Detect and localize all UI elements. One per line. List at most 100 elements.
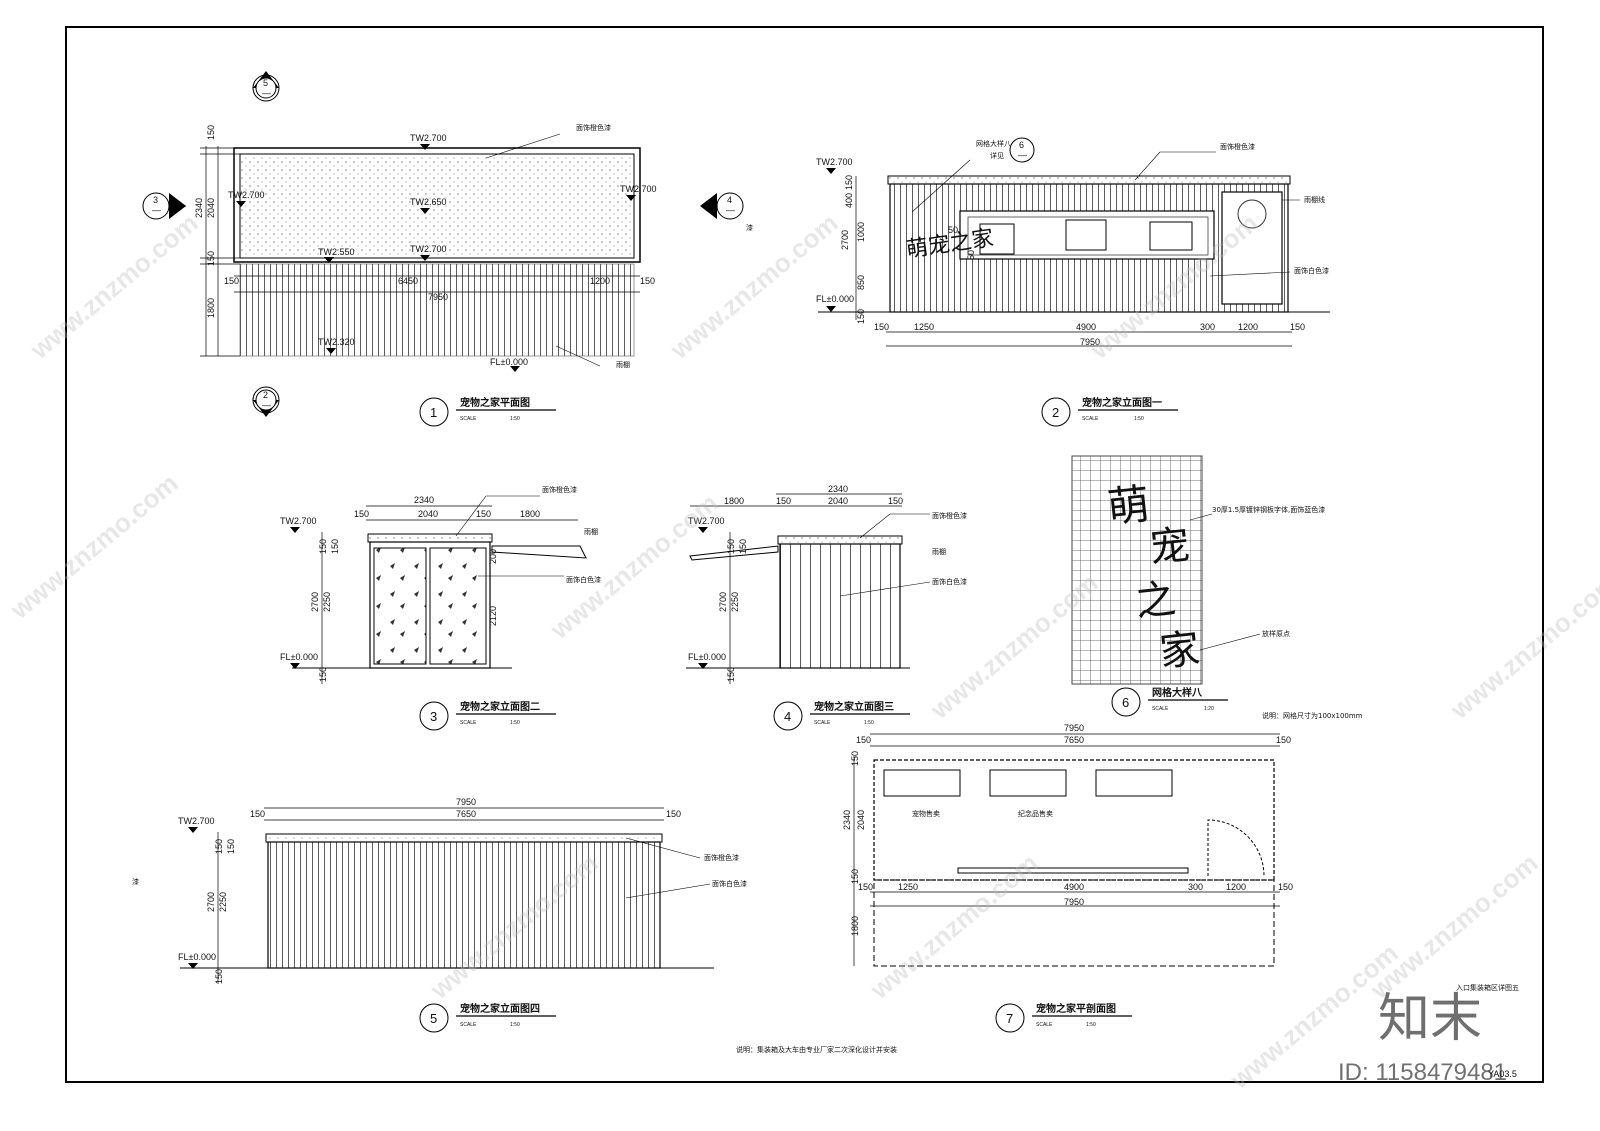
plan-level-left: TW2.700 <box>228 190 265 200</box>
svg-text:150: 150 <box>850 751 860 766</box>
svg-text:SCALE: SCALE <box>460 416 477 422</box>
svg-text:5: 5 <box>430 1011 437 1026</box>
svg-text:面饰白色漆: 面饰白色漆 <box>566 575 601 584</box>
svg-text:1:50: 1:50 <box>510 416 520 422</box>
plan-dim-v3: 2040 <box>206 198 216 218</box>
plan-dim-v2: 2340 <box>194 198 204 218</box>
svg-text:150: 150 <box>850 869 860 884</box>
svg-text:3: 3 <box>430 709 437 724</box>
svg-text:SCALE: SCALE <box>814 720 831 726</box>
svg-text:7650: 7650 <box>1064 735 1084 745</box>
title-block-6: 6 网格大样八 SCALE 1:20 <box>1111 686 1228 717</box>
svg-text:1: 1 <box>430 405 437 420</box>
svg-text:300: 300 <box>1200 322 1215 332</box>
svg-text:150: 150 <box>1290 322 1305 332</box>
elevation-1-drawing: 萌宠之家 150 400 2700 1000 850 150 50 50 150… <box>816 139 1330 347</box>
svg-text:SCALE: SCALE <box>460 720 477 726</box>
elevation-2-drawing: 2340 150 2040 150 1800 150 150 2700 2250… <box>280 485 601 684</box>
plan-dim-h1: 150 <box>224 276 239 286</box>
svg-text:6: 6 <box>1019 140 1024 150</box>
svg-text:FL±0.000: FL±0.000 <box>178 952 216 962</box>
svg-text:宠物之家立面图二: 宠物之家立面图二 <box>460 700 540 713</box>
title-block-4: 4 宠物之家立面图三 SCALE 1:50 <box>773 700 910 731</box>
footer-note: 说明：集装箱及大车由专业厂家二次深化设计并安装 <box>736 1045 897 1054</box>
svg-text:150: 150 <box>250 809 265 819</box>
svg-text:宠物售卖: 宠物售卖 <box>912 809 940 818</box>
svg-text:—: — <box>262 400 271 410</box>
svg-text:150: 150 <box>214 839 224 854</box>
svg-text:150: 150 <box>226 839 236 854</box>
section-marker-6: 6 — <box>1009 137 1035 163</box>
plan-level-b1: TW2.550 <box>318 247 355 257</box>
title-block-7: 7 宠物之家平剖面图 SCALE 1:50 <box>995 1002 1132 1033</box>
plan-note-side: 漆 <box>746 223 753 232</box>
svg-text:150: 150 <box>888 496 903 506</box>
svg-text:www.znzmo.com: www.znzmo.com <box>4 468 184 626</box>
svg-text:2700: 2700 <box>718 592 728 612</box>
svg-text:150: 150 <box>318 667 328 682</box>
title-block-1: 1 宠物之家平面图 SCALE 1:50 <box>419 396 556 427</box>
plan-note-awning: 雨棚 <box>616 360 630 369</box>
svg-text:150: 150 <box>354 509 369 519</box>
svg-text:2340: 2340 <box>414 495 434 505</box>
svg-text:150: 150 <box>844 175 854 190</box>
title-block-2: 2 宠物之家立面图一 SCALE 1:50 <box>1041 396 1178 427</box>
svg-text:1800: 1800 <box>724 496 744 506</box>
svg-text:说明：网格尺寸为100x100mm: 说明：网格尺寸为100x100mm <box>1262 711 1363 720</box>
svg-text:2250: 2250 <box>730 592 740 612</box>
svg-text:漆: 漆 <box>132 877 139 886</box>
svg-text:2: 2 <box>1052 405 1059 420</box>
svg-text:4: 4 <box>784 709 791 724</box>
svg-text:150: 150 <box>726 539 736 554</box>
svg-text:2120: 2120 <box>488 606 498 626</box>
svg-text:3: 3 <box>153 195 158 205</box>
plan-dim-v4: 150 <box>206 251 216 266</box>
svg-text:50: 50 <box>948 225 958 235</box>
svg-text:纪念品售卖: 纪念品售卖 <box>1018 809 1053 818</box>
plan-level-awning: TW2.320 <box>318 337 355 347</box>
section-marker-3: 3 — <box>142 192 186 220</box>
svg-text:FL±0.000: FL±0.000 <box>280 652 318 662</box>
plan-dim-h4: 150 <box>640 276 655 286</box>
svg-text:2250: 2250 <box>218 892 228 912</box>
svg-text:放样原点: 放样原点 <box>1262 629 1290 638</box>
svg-text:TW2.700: TW2.700 <box>688 516 725 526</box>
plan-drawing: 150 2340 2040 150 1800 150 6450 1200 150… <box>194 123 753 372</box>
svg-text:1200: 1200 <box>1226 882 1246 892</box>
svg-text:1:50: 1:50 <box>1086 1022 1096 1028</box>
svg-text:150: 150 <box>330 539 340 554</box>
svg-text:2: 2 <box>263 390 268 400</box>
svg-text:2250: 2250 <box>322 592 332 612</box>
svg-text:150: 150 <box>318 539 328 554</box>
grid-char-4: 家 <box>1157 626 1202 676</box>
grid-char-3: 之 <box>1133 576 1178 626</box>
svg-text:150: 150 <box>738 539 748 554</box>
svg-text:7950: 7950 <box>456 797 476 807</box>
svg-text:150: 150 <box>726 667 736 682</box>
svg-text:SCALE: SCALE <box>1082 416 1099 422</box>
svg-text:FL±0.000: FL±0.000 <box>816 294 854 304</box>
svg-text:1250: 1250 <box>914 322 934 332</box>
svg-text:TW2.700: TW2.700 <box>816 157 853 167</box>
svg-text:1:50: 1:50 <box>864 720 874 726</box>
svg-text:2340: 2340 <box>842 810 852 830</box>
svg-text:1000: 1000 <box>856 222 866 242</box>
svg-text:面饰白色漆: 面饰白色漆 <box>712 879 747 888</box>
grid-char-1: 萌 <box>1105 479 1152 532</box>
svg-text:2700: 2700 <box>206 892 216 912</box>
plan-level-b2: TW2.700 <box>410 244 447 254</box>
svg-text:150: 150 <box>476 509 491 519</box>
svg-text:150: 150 <box>1278 882 1293 892</box>
svg-text:7950: 7950 <box>1064 723 1084 733</box>
svg-text:150: 150 <box>666 809 681 819</box>
svg-text:50: 50 <box>966 250 976 260</box>
svg-text:30厚1.5厚镀锌钢板字体,面饰蓝色漆: 30厚1.5厚镀锌钢板字体,面饰蓝色漆 <box>1212 505 1325 514</box>
svg-text:面饰橙色漆: 面饰橙色漆 <box>1220 142 1255 151</box>
svg-text:SCALE: SCALE <box>460 1022 477 1028</box>
watermark-id: ID: 1158479481 <box>1338 1059 1507 1086</box>
svg-text:2040: 2040 <box>418 509 438 519</box>
elevation-4-drawing: 7950 150 7650 150 150 150 2700 2250 150 … <box>132 797 747 984</box>
section-marker-4: 4 — <box>700 192 744 220</box>
svg-text:网格大样八: 网格大样八 <box>1152 686 1203 699</box>
